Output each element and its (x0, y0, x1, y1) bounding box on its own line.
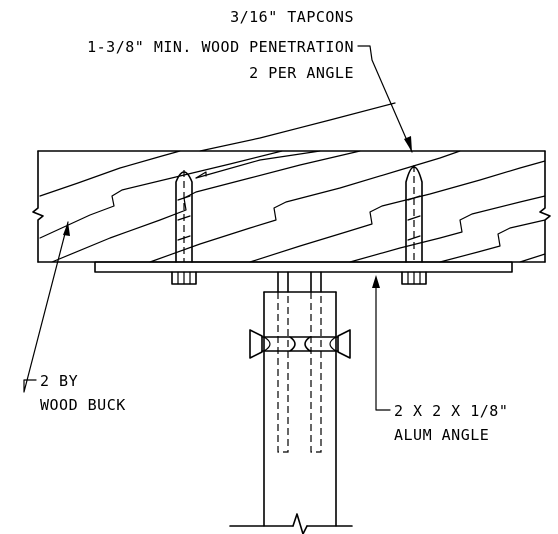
fastener-leader-arrowhead (404, 136, 412, 152)
tapcon-screw-left (171, 170, 207, 285)
wood-grain (39, 102, 546, 263)
angle-callout-line-2: ALUM ANGLE (394, 426, 489, 444)
wood-buck-left-break (32, 150, 44, 263)
angle-leader-arrowhead (372, 275, 380, 288)
angle-callout-line-1: 2 X 2 X 1/8" (394, 402, 508, 420)
buck-callout-line-1: 2 BY (40, 372, 78, 390)
wood-buck-right-break (539, 150, 551, 263)
buck-callout-line-2: WOOD BUCK (40, 396, 126, 414)
fastener-leader-line (357, 45, 413, 153)
through-bolt (249, 329, 351, 359)
buck-callout: 2 BY WOOD BUCK (23, 221, 126, 414)
wood-buck (32, 102, 551, 263)
fastener-callout-line-2: 1-3/8" MIN. WOOD PENETRATION (87, 38, 354, 56)
bolt-left-head (249, 329, 263, 359)
tapcon-screw-right (401, 165, 427, 285)
buck-leader-line (23, 221, 69, 393)
mullion-post (229, 291, 353, 534)
aluminum-angle-flange (94, 261, 513, 273)
angle-leader-line (375, 279, 391, 411)
fastener-callout-line-1: 3/16" TAPCONS (230, 8, 354, 26)
angle-callout: 2 X 2 X 1/8" ALUM ANGLE (372, 275, 508, 444)
aluminum-angle (94, 261, 513, 293)
bolt-right-head (337, 329, 351, 359)
fastener-callout-line-3: 2 PER ANGLE (249, 64, 354, 82)
fastener-callout: 3/16" TAPCONS 1-3/8" MIN. WOOD PENETRATI… (87, 8, 413, 153)
